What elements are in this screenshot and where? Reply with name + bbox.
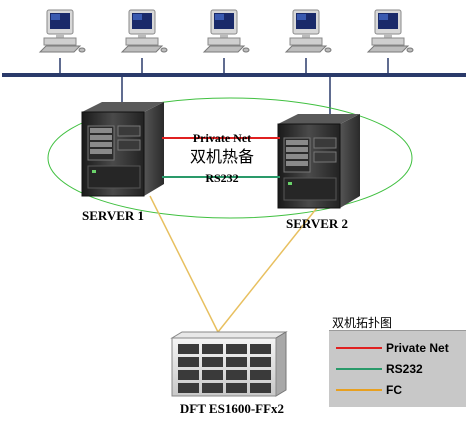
workstation-icon [39, 9, 86, 53]
workstation-icon [203, 9, 250, 53]
cluster-ellipse [47, 97, 413, 219]
legend-label: RS232 [386, 362, 423, 376]
fc-link-server1 [149, 195, 219, 333]
legend-title: 双机拓扑图 [332, 316, 393, 330]
server1-label: SERVER 1 [82, 208, 144, 223]
legend-label: FC [386, 383, 402, 397]
legend-swatch [336, 347, 382, 349]
private-net-label: Private Net [193, 131, 251, 145]
workstation-icon [121, 9, 168, 53]
workstation-icon [367, 9, 414, 53]
legend-label: Private Net [386, 341, 449, 355]
legend-swatch [336, 368, 382, 370]
legend-item-private-net: Private Net [336, 341, 449, 355]
dual-hot-standby-label: 双机热备 [190, 147, 254, 166]
workstation-icon [285, 9, 332, 53]
lan-bus [2, 73, 466, 77]
server2-label: SERVER 2 [286, 216, 348, 231]
rs232-label: RS232 [205, 171, 238, 185]
storage-label: DFT ES1600-FFx2 [180, 401, 284, 416]
legend-swatch [336, 389, 382, 391]
storage-array-icon [170, 331, 288, 397]
server2-tower-icon [277, 113, 361, 209]
server1-tower-icon [81, 101, 165, 197]
legend-item-fc: FC [336, 383, 402, 397]
fc-link-server2 [217, 203, 321, 333]
legend-item-rs232: RS232 [336, 362, 423, 376]
